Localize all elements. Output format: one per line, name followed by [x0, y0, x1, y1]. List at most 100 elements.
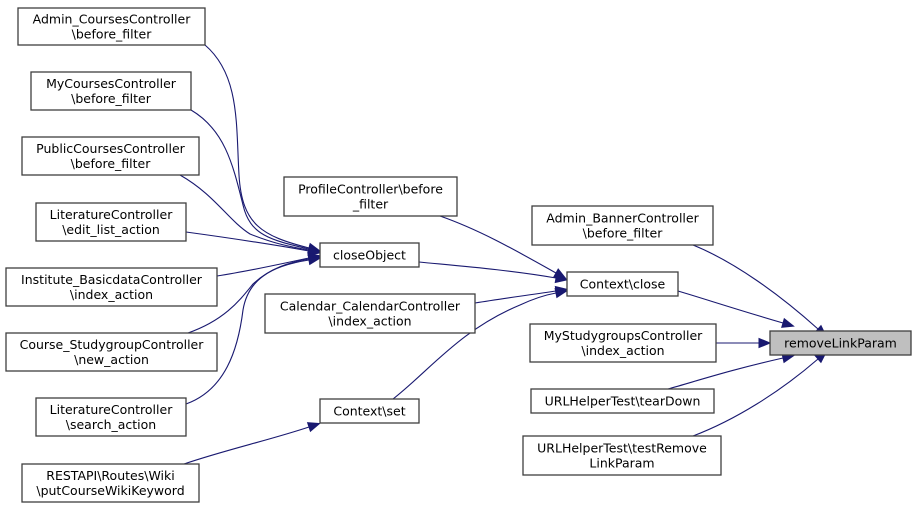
node-label: Calendar_CalendarController — [280, 299, 461, 314]
node-label: Context\set — [333, 404, 405, 419]
node-admin-banner[interactable]: Admin_BannerController\before_filter — [531, 205, 714, 246]
node-box — [522, 435, 722, 476]
arrowhead-icon — [554, 287, 569, 299]
node-label: LinkParam — [589, 456, 654, 471]
edge-closeobject-to-context_close — [418, 261, 569, 284]
node-box — [30, 71, 192, 111]
node-lit-search[interactable]: LiteratureController\search_action — [35, 397, 187, 437]
arrowhead-icon — [307, 254, 322, 266]
edge-line — [183, 426, 310, 465]
node-box — [530, 388, 715, 414]
node-context-close[interactable]: Context\close — [566, 271, 679, 297]
edge-line — [204, 44, 310, 249]
node-box — [769, 330, 912, 356]
node-teardown[interactable]: URLHelperTest\tearDown — [530, 388, 715, 414]
node-box — [5, 332, 218, 372]
node-label: PublicCoursesController — [36, 141, 185, 156]
edge-context_close-to-root — [677, 290, 795, 328]
edge-mystudygroups-to-root — [716, 337, 772, 349]
node-label: \before_filter — [583, 226, 664, 241]
node-box — [283, 176, 458, 217]
edge-line — [474, 290, 557, 304]
node-label: ProfileController\before — [298, 182, 443, 197]
node-box — [21, 463, 200, 503]
node-box — [566, 271, 679, 297]
node-label: \before_filter — [72, 27, 153, 42]
node-box — [531, 205, 714, 246]
node-label: \edit_list_action — [62, 222, 160, 237]
node-box — [35, 202, 187, 242]
node-label: LiteratureController — [50, 402, 174, 417]
edge-line — [667, 357, 784, 390]
node-institute[interactable]: Institute_BasicdataController\index_acti… — [5, 267, 218, 307]
node-restapi[interactable]: RESTAPI\Routes\Wiki\putCourseWikiKeyword — [21, 463, 200, 503]
node-label: MyCoursesController — [46, 76, 177, 91]
edge-restapi-to-context_set — [183, 422, 321, 465]
nodes-layer: Admin_CoursesController\before_filterMyC… — [5, 7, 912, 503]
arrowhead-icon — [554, 272, 569, 284]
node-label: \putCourseWikiKeyword — [36, 483, 184, 498]
edge-line — [392, 292, 557, 400]
node-closeobject[interactable]: closeObject — [319, 242, 420, 268]
node-label: Institute_BasicdataController — [21, 272, 203, 287]
node-label: \before_filter — [71, 91, 152, 106]
node-box — [5, 267, 218, 307]
node-label: \before_filter — [71, 156, 152, 171]
node-label: \new_action — [74, 352, 149, 367]
edge-line — [418, 261, 557, 279]
arrowhead-icon — [758, 337, 772, 349]
node-calendar[interactable]: Calendar_CalendarController\index_action — [264, 293, 476, 334]
node-label: closeObject — [333, 248, 406, 263]
edge-line — [190, 109, 310, 250]
node-label: removeLinkParam — [784, 336, 897, 351]
node-publiccourses[interactable]: PublicCoursesController\before_filter — [21, 136, 200, 176]
node-box — [21, 136, 200, 176]
node-label: \index_action — [581, 343, 664, 358]
edge-lit_edit-to-closeobject — [185, 231, 322, 257]
edge-line — [439, 215, 557, 274]
node-admin-courses[interactable]: Admin_CoursesController\before_filter — [17, 7, 206, 46]
node-lit-edit[interactable]: LiteratureController\edit_list_action — [35, 202, 187, 242]
edge-line — [216, 257, 310, 277]
node-label: _filter — [352, 197, 389, 212]
node-course-sg[interactable]: Course_StudygroupController\new_action — [5, 332, 218, 372]
node-box — [17, 7, 206, 46]
node-label: \index_action — [328, 314, 411, 329]
node-label: \index_action — [70, 287, 153, 302]
edge-calendar-to-context_close — [474, 285, 569, 304]
node-label: Admin_BannerController — [546, 211, 699, 226]
node-label: RESTAPI\Routes\Wiki — [46, 468, 174, 483]
arrowhead-icon — [306, 422, 321, 433]
node-box — [264, 293, 476, 334]
edge-admin_banner-to-root — [692, 244, 828, 338]
arrowhead-icon — [307, 245, 322, 257]
edge-line — [179, 174, 310, 251]
node-box — [319, 398, 420, 424]
node-label: Course_StudygroupController — [20, 337, 205, 352]
node-mycourses[interactable]: MyCoursesController\before_filter — [30, 71, 192, 111]
edge-line — [185, 259, 310, 405]
node-label: \search_action — [66, 417, 156, 432]
node-label: LiteratureController — [50, 207, 174, 222]
node-label: Admin_CoursesController — [33, 12, 192, 27]
node-label: URLHelperTest\tearDown — [545, 394, 701, 409]
edge-line — [692, 358, 819, 437]
arrowhead-icon — [781, 317, 795, 328]
node-root[interactable]: removeLinkParam — [769, 330, 912, 356]
node-profile[interactable]: ProfileController\before_filter — [283, 176, 458, 217]
edge-context_set-to-context_close — [392, 287, 569, 400]
edge-line — [187, 258, 310, 334]
node-label: MyStudygroupsController — [544, 328, 703, 343]
node-box — [319, 242, 420, 268]
edge-line — [677, 290, 784, 324]
edge-line — [692, 244, 819, 330]
edge-lit_search-to-closeobject — [185, 254, 322, 405]
edge-admin_courses-to-closeobject — [204, 44, 321, 253]
node-label: URLHelperTest\testRemove — [537, 441, 707, 456]
node-mystudygroups[interactable]: MyStudygroupsController\index_action — [529, 323, 717, 363]
node-box — [529, 323, 717, 363]
node-context-set[interactable]: Context\set — [319, 398, 420, 424]
node-label: Context\close — [580, 277, 666, 292]
